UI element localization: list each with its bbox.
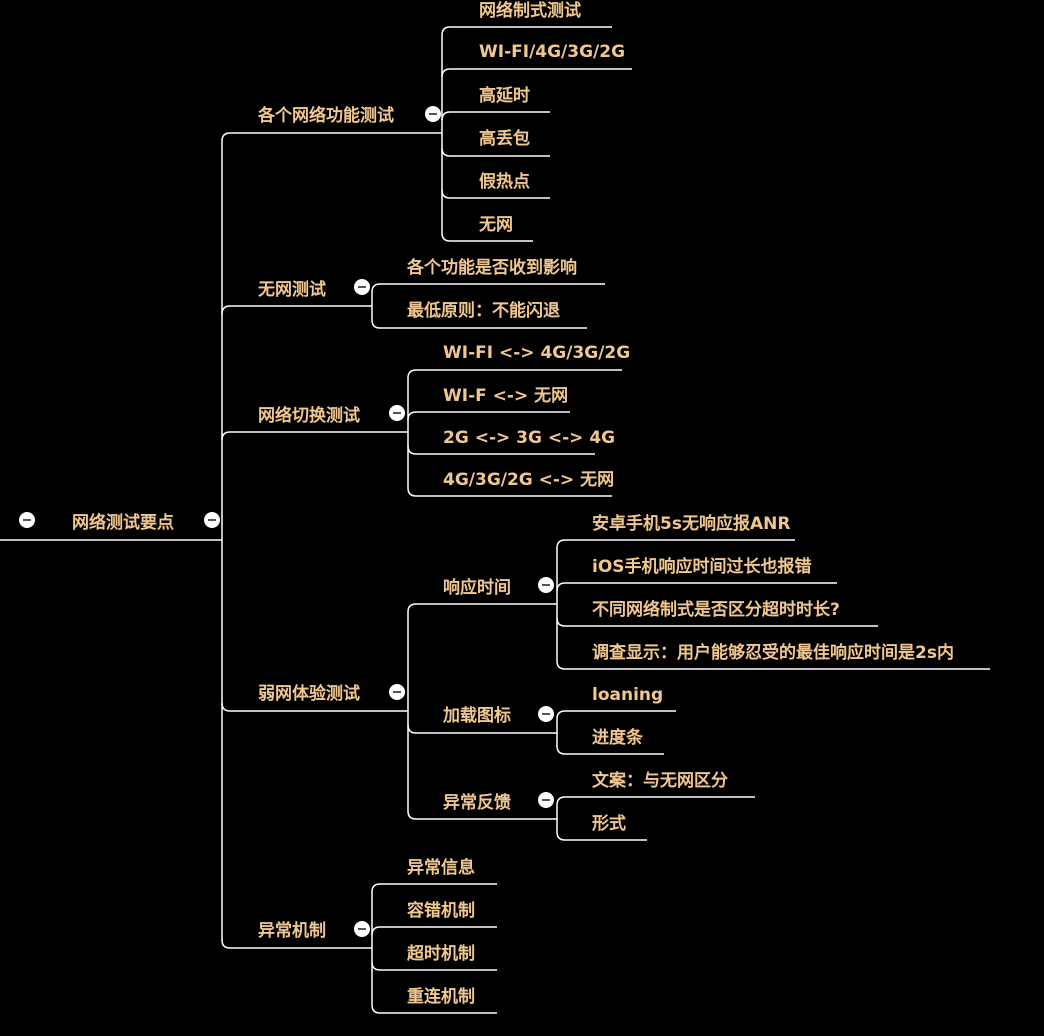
connector-line xyxy=(441,111,550,121)
leaf-function-affected[interactable]: 各个功能是否收到影响 xyxy=(407,258,577,278)
connector-line xyxy=(407,603,557,613)
connector-line xyxy=(221,431,408,441)
connector-line xyxy=(407,724,557,734)
leaf-fault-tolerance[interactable]: 容错机制 xyxy=(407,901,475,921)
connector-line xyxy=(441,68,632,78)
collapse-minus-icon[interactable] xyxy=(425,106,441,122)
collapse-minus-icon[interactable] xyxy=(389,405,405,421)
subtopic-response-time[interactable]: 响应时间 xyxy=(443,578,511,598)
connector-line xyxy=(407,810,557,820)
collapse-minus-icon[interactable] xyxy=(204,512,220,528)
connector-line xyxy=(441,26,612,36)
leaf-network-standard-test[interactable]: 网络制式测试 xyxy=(479,1,581,21)
leaf-high-latency[interactable]: 高延时 xyxy=(479,86,530,106)
connector-line xyxy=(371,1004,497,1014)
leaf-survey-2s[interactable]: 调查显示：用户能够忍受的最佳响应时间是2s内 xyxy=(592,643,954,663)
connector-line xyxy=(407,445,595,455)
connector-line xyxy=(221,305,372,315)
leaf-copy-distinguish[interactable]: 文案：与无网区分 xyxy=(592,771,728,791)
collapse-minus-icon[interactable] xyxy=(389,684,405,700)
connector-line xyxy=(556,831,647,841)
collapse-minus-icon[interactable] xyxy=(354,921,370,937)
leaf-reconnect-mechanism[interactable]: 重连机制 xyxy=(407,987,475,1007)
leaf-fake-hotspot[interactable]: 假热点 xyxy=(479,172,530,192)
connector-line xyxy=(371,283,605,293)
collapse-minus-icon[interactable] xyxy=(19,512,35,528)
leaf-2g-3g-4g[interactable]: 2G <-> 3G <-> 4G xyxy=(443,428,616,448)
subtopic-error-feedback[interactable]: 异常反馈 xyxy=(443,793,511,813)
topic-weak-network-test[interactable]: 弱网体验测试 xyxy=(258,684,360,704)
connector-line xyxy=(556,660,990,670)
connector-line xyxy=(556,710,676,720)
leaf-exception-info[interactable]: 异常信息 xyxy=(407,858,475,878)
subtopic-loading-icon[interactable]: 加载图标 xyxy=(443,706,511,726)
connector-line xyxy=(371,883,497,893)
connector-line xyxy=(556,745,664,755)
connector-line xyxy=(556,617,878,627)
leaf-wifi-to-no-network[interactable]: WI-F <-> 无网 xyxy=(443,386,569,406)
leaf-cellular-to-no-network[interactable]: 4G/3G/2G <-> 无网 xyxy=(443,470,615,490)
connector-line xyxy=(371,319,587,329)
connector-line xyxy=(407,369,622,379)
leaf-progress-bar[interactable]: 进度条 xyxy=(592,728,643,748)
connector-line xyxy=(407,487,612,497)
root-topic[interactable]: 网络测试要点 xyxy=(72,513,174,533)
connector-line xyxy=(221,132,442,142)
connector-line xyxy=(221,939,372,949)
leaf-ios-timeout-error[interactable]: iOS手机响应时间过长也报错 xyxy=(592,557,812,577)
connector-line xyxy=(221,702,408,712)
connector-line xyxy=(556,796,755,806)
connector-line xyxy=(556,582,837,592)
connector-line xyxy=(441,147,550,157)
leaf-wifi-to-cellular[interactable]: WI-FI <-> 4G/3G/2G xyxy=(443,343,631,363)
collapse-minus-icon[interactable] xyxy=(538,792,554,808)
topic-network-switch-test[interactable]: 网络切换测试 xyxy=(258,406,360,426)
connector-line xyxy=(407,411,570,421)
leaf-android-anr[interactable]: 安卓手机5s无响应报ANR xyxy=(592,514,791,534)
collapse-minus-icon[interactable] xyxy=(538,577,554,593)
topic-no-network-test[interactable]: 无网测试 xyxy=(258,280,326,300)
leaf-timeout-mechanism[interactable]: 超时机制 xyxy=(407,944,475,964)
leaf-wifi-4g-3g-2g[interactable]: WI-FI/4G/3G/2G xyxy=(479,42,626,62)
leaf-form[interactable]: 形式 xyxy=(592,814,626,834)
leaf-high-packet-loss[interactable]: 高丢包 xyxy=(479,129,530,149)
connector-line xyxy=(441,232,533,242)
connector-line xyxy=(441,189,550,199)
connector-line xyxy=(371,926,497,936)
topic-function-test[interactable]: 各个网络功能测试 xyxy=(258,106,394,126)
leaf-timeout-by-network-type[interactable]: 不同网络制式是否区分超时时长? xyxy=(592,600,840,620)
connector-line xyxy=(371,961,497,971)
collapse-minus-icon[interactable] xyxy=(354,279,370,295)
leaf-loaning[interactable]: loaning xyxy=(592,685,664,705)
collapse-minus-icon[interactable] xyxy=(538,706,554,722)
leaf-no-network[interactable]: 无网 xyxy=(479,215,513,235)
leaf-no-crash-principle[interactable]: 最低原则：不能闪退 xyxy=(407,301,560,321)
topic-exception-mechanism[interactable]: 异常机制 xyxy=(258,921,326,941)
connector-line xyxy=(556,539,795,549)
